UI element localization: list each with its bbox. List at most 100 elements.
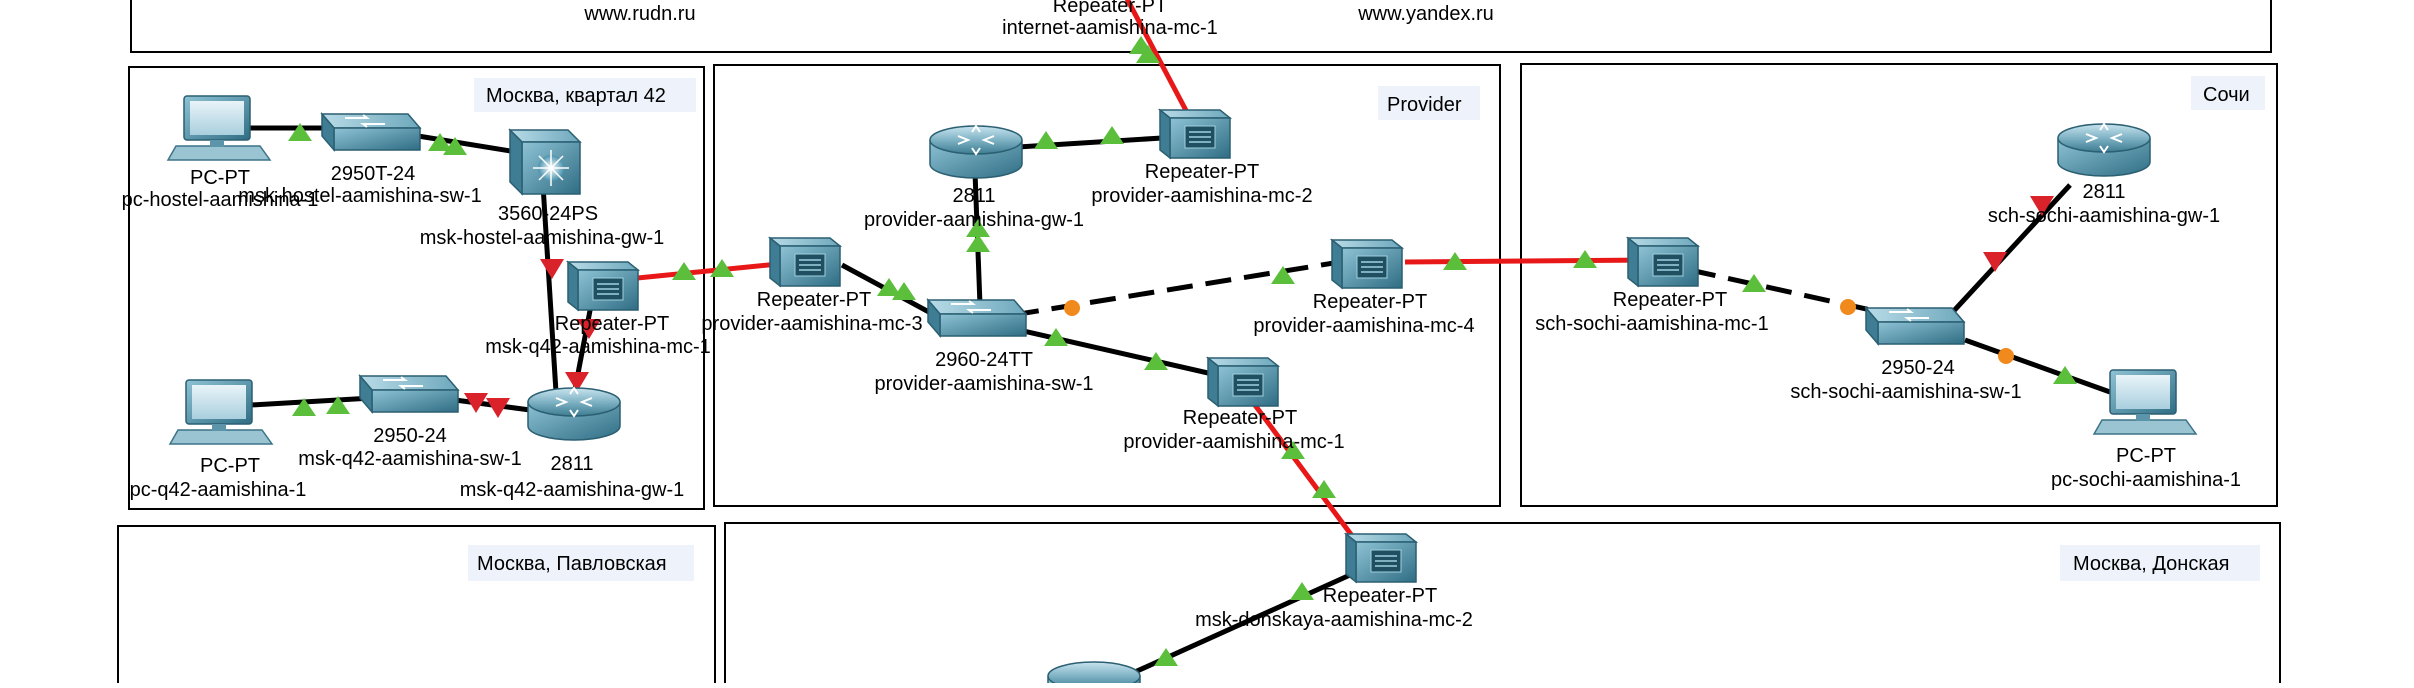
- area-top-label-left: www.rudn.ru: [583, 3, 695, 25]
- devices: Repeater-PT internet-aamishina-mc-1 PC-P…: [122, 0, 2241, 688]
- router-icon: [2057, 122, 2151, 177]
- repeater-icon: [1205, 356, 1281, 408]
- link-down-markers: [464, 196, 2054, 418]
- device-type-label: 3560-24PS: [498, 203, 598, 225]
- device-name-label: provider-aamishina-mc-1: [1123, 431, 1344, 453]
- device-sw-q42[interactable]: 2950-24 msk-q42-aamishina-sw-1: [298, 373, 522, 470]
- device-gw-hostel[interactable]: 3560-24PS msk-hostel-aamishina-gw-1: [420, 128, 665, 249]
- repeater-icon: [1625, 236, 1701, 288]
- device-type-label: PC-PT: [2116, 445, 2176, 467]
- device-pc-hostel[interactable]: PC-PT pc-hostel-aamishina-1: [122, 95, 319, 211]
- device-sw-hostel[interactable]: 2950T-24 msk-hostel-aamishina-sw-1: [238, 111, 482, 207]
- device-gw-donskaya[interactable]: [1047, 661, 1141, 688]
- device-sw-provider[interactable]: 2960-24TT provider-aamishina-sw-1: [875, 297, 1094, 395]
- link-sw-sochi-pc-sochi[interactable]: [1964, 337, 2111, 395]
- multilayer-switch-icon: [508, 128, 582, 196]
- device-name-label: internet-aamishina-mc-1: [1002, 17, 1218, 39]
- device-name-label: sch-sochi-aamishina-sw-1: [1790, 381, 2021, 403]
- link-gw-sochi-sw-sochi[interactable]: [1948, 183, 2072, 317]
- device-type-label: Repeater-PT: [555, 313, 670, 335]
- link-provider-mc4-sochi-mc[interactable]: [1404, 257, 1653, 265]
- device-type-label: 2950T-24: [331, 163, 416, 185]
- device-name-label: sch-sochi-aamishina-gw-1: [1988, 205, 2220, 227]
- link-up-markers: [288, 36, 2077, 666]
- device-type-label: PC-PT: [190, 167, 250, 189]
- device-name-label: provider-aamishina-sw-1: [875, 373, 1094, 395]
- switch-icon: [320, 111, 422, 153]
- area-sochi: Сочи: [1520, 63, 2278, 507]
- area-top: www.rudn.ru www.yandex.ru: [130, 0, 2272, 53]
- link-internet-mc-provider-mc2[interactable]: [1124, 0, 1193, 120]
- device-type-label: PC-PT: [200, 455, 260, 477]
- device-name-label: pc-sochi-aamishina-1: [2051, 469, 2241, 491]
- area-sochi-label: Сочи: [2203, 84, 2250, 106]
- device-name-label: msk-q42-aamishina-mc-1: [485, 336, 711, 358]
- device-type-label: 2811: [550, 453, 593, 475]
- repeater-icon: [767, 236, 843, 288]
- device-name-label: msk-q42-aamishina-sw-1: [298, 448, 521, 470]
- link-sw-provider-mc4[interactable]: [1012, 259, 1341, 318]
- area-provider: Provider: [713, 64, 1501, 507]
- device-type-label: Repeater-PT: [1183, 407, 1298, 429]
- device-name-label: msk-donskaya-aamishina-mc-2: [1195, 609, 1473, 631]
- device-name-label: pc-q42-aamishina-1: [130, 479, 307, 501]
- pc-icon: [166, 95, 272, 161]
- repeater-icon: [1343, 532, 1419, 584]
- device-sw-sochi[interactable]: 2950-24 sch-sochi-aamishina-sw-1: [1790, 305, 2022, 403]
- device-internet-mc[interactable]: Repeater-PT internet-aamishina-mc-1: [1002, 0, 1218, 39]
- pc-icon: [168, 379, 274, 445]
- device-type-label: 2811: [2082, 181, 2125, 203]
- area-moscow-42-label: Москва, квартал 42: [486, 85, 666, 107]
- link-sw-provider-mc1[interactable]: [1009, 325, 1231, 381]
- device-name-label: provider-aamishina-mc-4: [1253, 315, 1474, 337]
- area-donskaya-label: Москва, Донская: [2073, 553, 2229, 575]
- device-type-label: Repeater-PT: [757, 289, 872, 311]
- device-name-label: provider-aamishina-mc-3: [701, 313, 922, 335]
- device-mc-donskaya[interactable]: Repeater-PT msk-donskaya-aamishina-mc-2: [1195, 532, 1473, 631]
- device-type-label: 2960-24TT: [935, 349, 1033, 371]
- router-icon: [929, 124, 1023, 179]
- device-mc-provider-4[interactable]: Repeater-PT provider-aamishina-mc-4: [1253, 238, 1475, 337]
- device-gw-provider[interactable]: 2811 provider-aamishina-gw-1: [864, 124, 1084, 231]
- device-mc-sochi[interactable]: Repeater-PT sch-sochi-aamishina-mc-1: [1535, 236, 1769, 335]
- area-moscow-pavlovskaya: Москва, Павловская: [117, 525, 716, 688]
- link-provider-mc1-donskaya-mc[interactable]: [1237, 383, 1373, 562]
- device-name-label: msk-q42-aamishina-gw-1: [460, 479, 685, 501]
- device-type-label: 2950-24: [1881, 357, 1954, 379]
- device-gw-q42[interactable]: 2811 msk-q42-aamishina-gw-1: [460, 386, 685, 501]
- area-moscow-42: Москва, квартал 42: [128, 66, 705, 510]
- link-status-markers: [288, 36, 2077, 666]
- device-name-label: provider-aamishina-mc-2: [1091, 185, 1312, 207]
- device-mc-provider-1[interactable]: Repeater-PT provider-aamishina-mc-1: [1123, 356, 1345, 453]
- repeater-icon: [1329, 238, 1405, 290]
- device-type-label: Repeater-PT: [1313, 291, 1428, 313]
- link-gw-hostel-gw-q42[interactable]: [540, 184, 560, 409]
- device-name-label: provider-aamishina-gw-1: [864, 209, 1084, 231]
- area-pavlovskaya-label: Москва, Павловская: [477, 553, 667, 575]
- router-icon: [1047, 661, 1141, 688]
- device-mc-provider-3[interactable]: Repeater-PT provider-aamishina-mc-3: [701, 236, 923, 335]
- device-pc-q42[interactable]: PC-PT pc-q42-aamishina-1: [130, 379, 307, 501]
- device-type-label: Repeater-PT: [1145, 161, 1260, 183]
- router-icon: [527, 386, 621, 441]
- device-pc-sochi[interactable]: PC-PT pc-sochi-aamishina-1: [2051, 369, 2241, 491]
- device-gw-sochi[interactable]: 2811 sch-sochi-aamishina-gw-1: [1988, 122, 2220, 227]
- switch-icon: [926, 297, 1028, 339]
- pc-icon: [2092, 369, 2198, 435]
- device-mc-provider-2[interactable]: Repeater-PT provider-aamishina-mc-2: [1091, 108, 1313, 207]
- switch-icon: [1864, 305, 1966, 347]
- device-name-label: msk-hostel-aamishina-gw-1: [420, 227, 665, 249]
- link-pending-markers: [1064, 299, 2014, 364]
- device-name-label: pc-hostel-aamishina-1: [122, 189, 319, 211]
- device-type-label: Repeater-PT: [1053, 0, 1168, 17]
- device-mc-q42[interactable]: Repeater-PT msk-q42-aamishina-mc-1: [485, 260, 711, 358]
- device-name-label: msk-hostel-aamishina-sw-1: [238, 185, 481, 207]
- switch-icon: [358, 373, 460, 415]
- area-top-label-right: www.yandex.ru: [1357, 3, 1494, 25]
- device-type-label: 2811: [952, 185, 995, 207]
- device-type-label: Repeater-PT: [1613, 289, 1728, 311]
- device-type-label: 2950-24: [373, 425, 446, 447]
- area-moscow-donskaya: Москва, Донская: [724, 522, 2281, 688]
